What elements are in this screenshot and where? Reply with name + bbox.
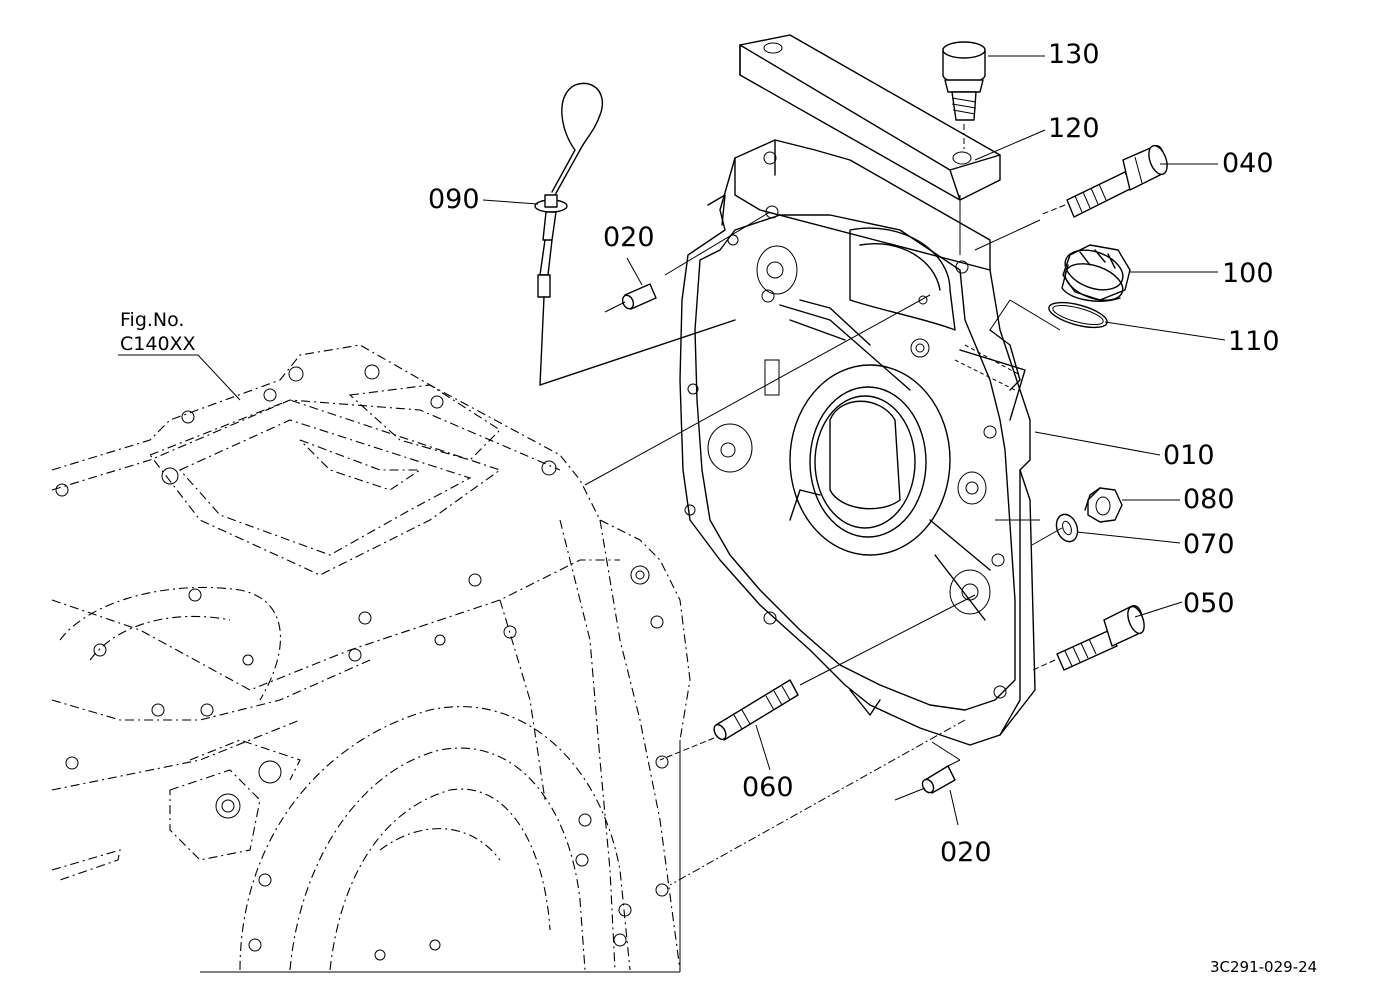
assembly-lines [584, 195, 1063, 886]
transmission-case-phantom [51, 344, 691, 973]
figure-ref-line1: Fig.No. [120, 309, 184, 331]
lifting-bracket-120 [739, 34, 1001, 201]
callout-070: 070 [1183, 529, 1235, 560]
callout-020-upper: 020 [603, 222, 655, 253]
bolt-050 [1032, 605, 1145, 671]
figure-ref-line2: C140XX [120, 333, 196, 355]
leader-lines [118, 55, 1226, 826]
washer-070 [1055, 513, 1079, 543]
front-cover-plate-010 [679, 139, 1036, 746]
callout-020-lower: 020 [940, 837, 992, 868]
callout-060: 060 [742, 772, 794, 803]
callout-010: 010 [1163, 440, 1215, 471]
bolt-040 [1039, 144, 1168, 218]
callout-100: 100 [1222, 258, 1274, 289]
dowel-pin-020-lower [921, 765, 956, 794]
nut-080 [1084, 487, 1123, 523]
callout-090: 090 [428, 184, 480, 215]
dowel-pin-020-upper [621, 283, 657, 310]
callout-110: 110 [1228, 326, 1280, 357]
callout-080: 080 [1183, 484, 1235, 515]
oil-cap-100 [1061, 244, 1131, 302]
callout-120: 120 [1048, 113, 1100, 144]
dipstick-090 [534, 82, 736, 386]
callout-050: 050 [1183, 588, 1235, 619]
plug-130 [942, 41, 986, 150]
stud-060 [713, 679, 799, 741]
callout-labels: 130 120 040 090 020 100 110 010 080 070 … [120, 39, 1317, 976]
drawing-code: 3C291-029-24 [1210, 958, 1317, 976]
callout-040: 040 [1222, 148, 1274, 179]
callout-130: 130 [1048, 39, 1100, 70]
